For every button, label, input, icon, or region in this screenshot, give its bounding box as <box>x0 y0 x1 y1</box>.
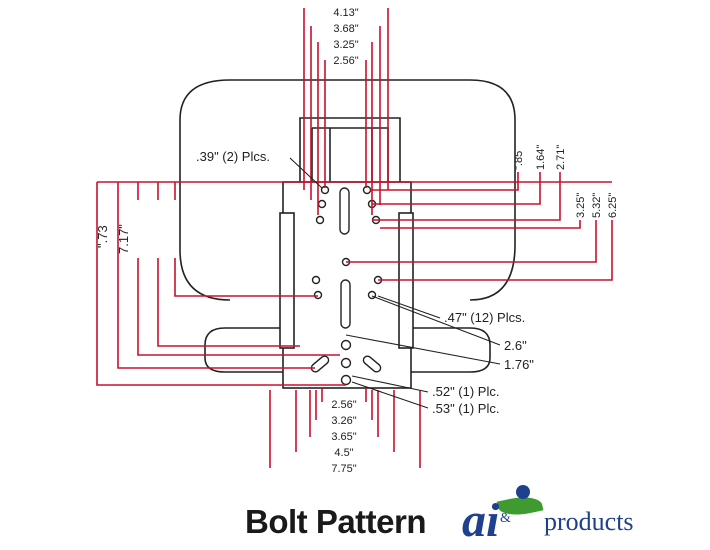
dim-3-65: 3.65" <box>331 431 356 443</box>
left-rail <box>279 212 295 349</box>
dim-2-56-top: 2.56" <box>333 55 358 67</box>
upper-slot <box>339 187 350 235</box>
angled-slot-right <box>362 355 382 373</box>
logo-letters: ai <box>462 494 500 547</box>
hole <box>340 357 352 369</box>
dim-4-13: 4.13" <box>333 7 358 19</box>
hole <box>311 275 321 285</box>
dim-3-68: 3.68" <box>333 23 358 35</box>
logo-ampersand: & <box>500 511 511 526</box>
callout-hole-52: .52" (1) Plc. <box>432 384 499 399</box>
dim-3-26: 3.26" <box>331 415 356 427</box>
dim-7-17: 7.17" <box>116 224 131 254</box>
ai-products-logo: ai & products <box>458 485 634 547</box>
callout-hole-39: .39" (2) Plcs. <box>196 149 270 164</box>
callout-dim-1-76: 1.76" <box>504 357 534 372</box>
dim-7-75: 7.75" <box>331 463 356 475</box>
callout-hole-47: .47" (12) Plcs. <box>444 310 525 325</box>
dim-4-5: 4.5" <box>334 447 353 459</box>
top-dimension-lines <box>303 8 389 215</box>
dim-1-64: 1.64" <box>535 145 547 170</box>
dim-0-85: ".85 <box>513 151 525 170</box>
dim-0-73: ".73 <box>95 225 110 248</box>
seat-back-outline <box>179 79 516 301</box>
callout-dim-2-6: 2.6" <box>504 338 527 353</box>
right-dimension-lines <box>97 172 613 281</box>
hole <box>340 374 352 386</box>
hole <box>362 185 372 195</box>
hole <box>313 290 323 300</box>
hole <box>317 199 327 209</box>
dim-6-25: 6.25" <box>607 193 619 218</box>
hole <box>315 215 325 225</box>
dim-2-71: 2.71" <box>555 145 567 170</box>
bottom-dimension-lines <box>269 388 421 468</box>
dim-3-25-right: 3.25" <box>575 193 587 218</box>
logo-dot-icon <box>516 485 530 499</box>
callout-leaders <box>289 157 501 409</box>
seat-cushion-outline <box>204 327 491 373</box>
callout-hole-53: .53" (1) Plc. <box>432 401 499 416</box>
mounting-holes <box>311 185 383 386</box>
dim-5-32: 5.32" <box>591 193 603 218</box>
dim-3-25-top: 3.25" <box>333 39 358 51</box>
hole <box>340 339 352 351</box>
logo-products-text: products <box>544 507 634 536</box>
dim-2-56-bottom: 2.56" <box>331 399 356 411</box>
bolt-pattern-title: Bolt Pattern <box>245 503 427 540</box>
left-dimension-lines <box>96 182 346 386</box>
angled-slot-left <box>310 355 330 373</box>
middle-slot <box>340 279 351 329</box>
